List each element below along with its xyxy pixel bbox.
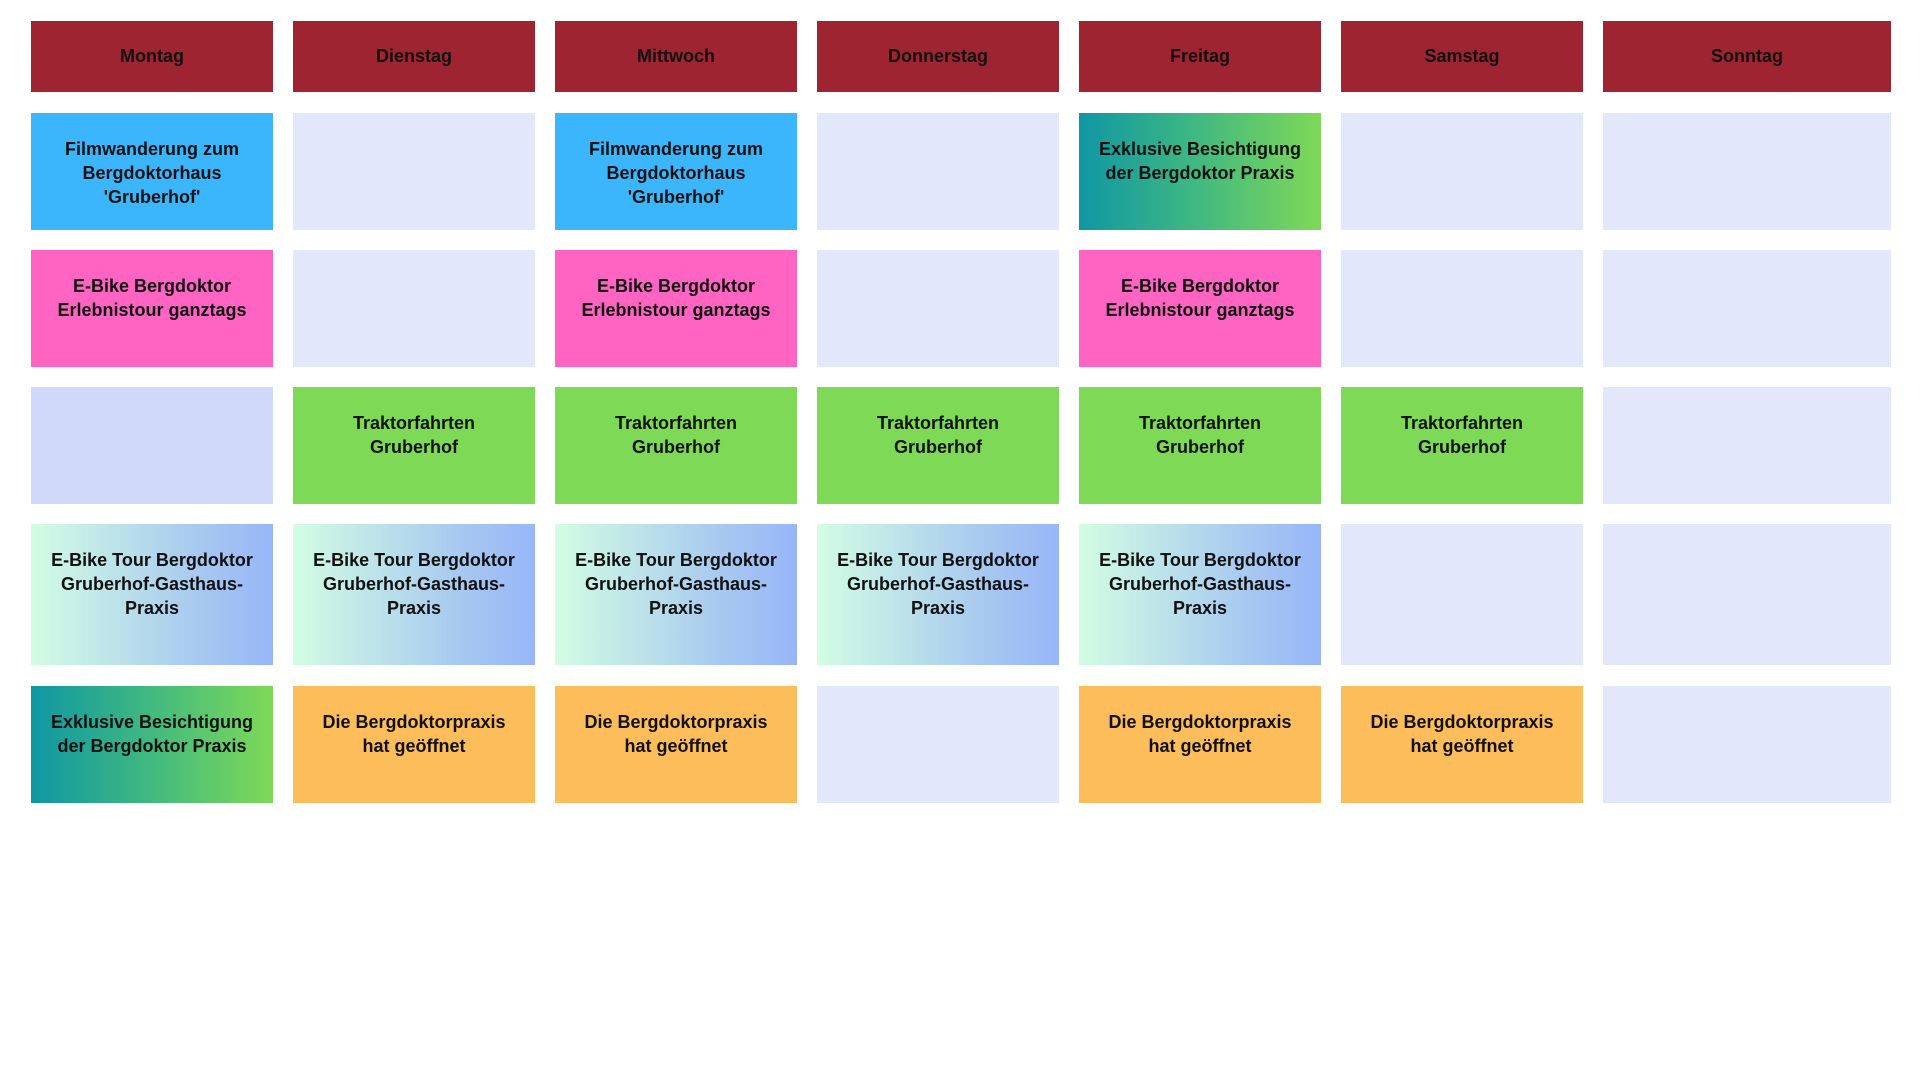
event-cell-freitag[interactable]: Exklusive Besichtigung der Bergdoktor Pr… (1079, 113, 1321, 230)
event-cell-montag[interactable]: Filmwanderung zum Bergdoktorhaus 'Gruber… (31, 113, 273, 230)
event-cell-donnerstag[interactable]: Traktorfahrten Gruberhof (817, 387, 1059, 504)
event-title: E-Bike Bergdoktor Erlebnistour ganztags (57, 276, 247, 320)
event-title: E-Bike Tour Bergdoktor Gruberhof-Gasthau… (51, 550, 253, 618)
empty-cell-sonntag (1603, 686, 1891, 803)
event-title: Exklusive Besichtigung der Bergdoktor Pr… (1098, 139, 1302, 183)
event-cell-montag[interactable]: E-Bike Tour Bergdoktor Gruberhof-Gasthau… (31, 524, 273, 665)
empty-cell-montag (31, 387, 273, 504)
event-title: Filmwanderung zum Bergdoktorhaus 'Gruber… (64, 139, 239, 207)
event-cell-freitag[interactable]: E-Bike Bergdoktor Erlebnistour ganztags (1079, 250, 1321, 367)
day-header-montag: Montag (31, 21, 273, 92)
day-header-freitag: Freitag (1079, 21, 1321, 92)
empty-cell-sonntag (1603, 524, 1891, 665)
empty-cell-samstag (1341, 113, 1583, 230)
empty-cell-donnerstag (817, 113, 1059, 230)
day-header-sonntag: Sonntag (1603, 21, 1891, 92)
event-title: Die Bergdoktorpraxis hat geöffnet (1370, 712, 1554, 756)
event-cell-mittwoch[interactable]: Traktorfahrten Gruberhof (555, 387, 797, 504)
empty-cell-samstag (1341, 250, 1583, 367)
event-cell-donnerstag[interactable]: E-Bike Tour Bergdoktor Gruberhof-Gasthau… (817, 524, 1059, 665)
event-cell-freitag[interactable]: Die Bergdoktorpraxis hat geöffnet (1079, 686, 1321, 803)
event-cell-montag[interactable]: Exklusive Besichtigung der Bergdoktor Pr… (31, 686, 273, 803)
event-cell-freitag[interactable]: Traktorfahrten Gruberhof (1079, 387, 1321, 504)
event-title: Traktorfahrten Gruberhof (1138, 413, 1262, 457)
empty-cell-sonntag (1603, 387, 1891, 504)
event-cell-mittwoch[interactable]: E-Bike Bergdoktor Erlebnistour ganztags (555, 250, 797, 367)
event-cell-mittwoch[interactable]: E-Bike Tour Bergdoktor Gruberhof-Gasthau… (555, 524, 797, 665)
empty-cell-sonntag (1603, 113, 1891, 230)
day-header-dienstag: Dienstag (293, 21, 535, 92)
event-cell-dienstag[interactable]: Traktorfahrten Gruberhof (293, 387, 535, 504)
empty-cell-donnerstag (817, 686, 1059, 803)
event-title: Traktorfahrten Gruberhof (1400, 413, 1524, 457)
day-header-mittwoch: Mittwoch (555, 21, 797, 92)
event-title: Traktorfahrten Gruberhof (614, 413, 738, 457)
event-title: E-Bike Tour Bergdoktor Gruberhof-Gasthau… (575, 550, 777, 618)
event-title: E-Bike Bergdoktor Erlebnistour ganztags (1105, 276, 1295, 320)
empty-cell-samstag (1341, 524, 1583, 665)
event-title: Exklusive Besichtigung der Bergdoktor Pr… (50, 712, 254, 756)
event-cell-dienstag[interactable]: Die Bergdoktorpraxis hat geöffnet (293, 686, 535, 803)
event-title: E-Bike Tour Bergdoktor Gruberhof-Gasthau… (313, 550, 515, 618)
event-title: Filmwanderung zum Bergdoktorhaus 'Gruber… (588, 139, 763, 207)
event-title: E-Bike Tour Bergdoktor Gruberhof-Gasthau… (1099, 550, 1301, 618)
event-title: Die Bergdoktorpraxis hat geöffnet (584, 712, 768, 756)
event-cell-mittwoch[interactable]: Filmwanderung zum Bergdoktorhaus 'Gruber… (555, 113, 797, 230)
empty-cell-sonntag (1603, 250, 1891, 367)
empty-cell-donnerstag (817, 250, 1059, 367)
event-cell-dienstag[interactable]: E-Bike Tour Bergdoktor Gruberhof-Gasthau… (293, 524, 535, 665)
event-title: E-Bike Bergdoktor Erlebnistour ganztags (581, 276, 771, 320)
event-cell-samstag[interactable]: Die Bergdoktorpraxis hat geöffnet (1341, 686, 1583, 803)
event-title: Traktorfahrten Gruberhof (876, 413, 1000, 457)
event-cell-samstag[interactable]: Traktorfahrten Gruberhof (1341, 387, 1583, 504)
event-title: E-Bike Tour Bergdoktor Gruberhof-Gasthau… (837, 550, 1039, 618)
day-header-donnerstag: Donnerstag (817, 21, 1059, 92)
empty-cell-dienstag (293, 250, 535, 367)
event-title: Die Bergdoktorpraxis hat geöffnet (1108, 712, 1292, 756)
event-cell-mittwoch[interactable]: Die Bergdoktorpraxis hat geöffnet (555, 686, 797, 803)
empty-cell-dienstag (293, 113, 535, 230)
event-title: Traktorfahrten Gruberhof (352, 413, 476, 457)
day-header-samstag: Samstag (1341, 21, 1583, 92)
event-cell-freitag[interactable]: E-Bike Tour Bergdoktor Gruberhof-Gasthau… (1079, 524, 1321, 665)
event-cell-montag[interactable]: E-Bike Bergdoktor Erlebnistour ganztags (31, 250, 273, 367)
event-title: Die Bergdoktorpraxis hat geöffnet (322, 712, 506, 756)
